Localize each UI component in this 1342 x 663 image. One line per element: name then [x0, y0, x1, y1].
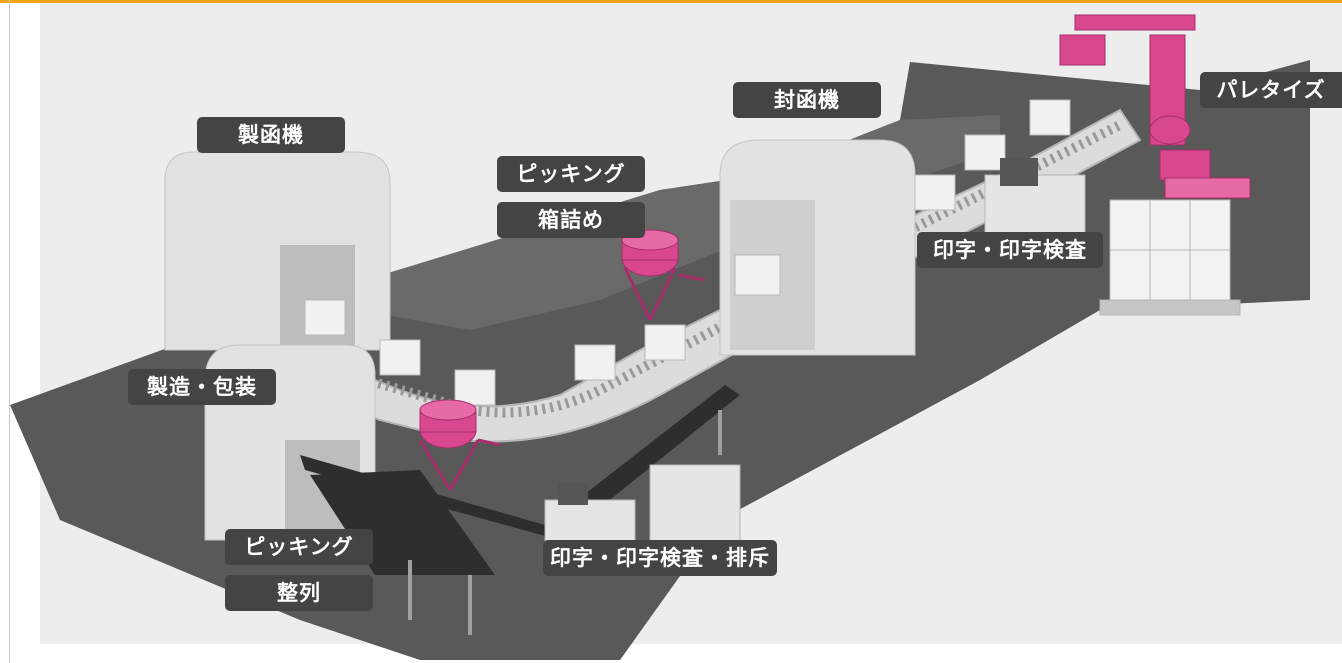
palletizing-robot-arm: [1059, 14, 1251, 199]
label-print-inspect: 印字・印字検査: [917, 232, 1103, 268]
label-aligning: 整列: [225, 575, 373, 611]
palletized-boxes: [1099, 199, 1241, 316]
case-sealer-machine: [719, 139, 916, 356]
conveyor-rollers: [338, 120, 1123, 418]
label-picking-bottom: ピッキング: [225, 529, 373, 565]
label-box-forming: 製函機: [197, 117, 345, 153]
box-forming-machine: [164, 151, 391, 351]
lower-conveyor: [300, 385, 740, 635]
label-picking-top: ピッキング: [497, 156, 645, 192]
label-case-sealer: 封函機: [733, 82, 881, 118]
cartons: [304, 99, 1071, 406]
top-accent-bar: [0, 0, 1342, 3]
label-palletizing: パレタイズ: [1200, 72, 1342, 108]
label-case-packing: 箱詰め: [497, 202, 645, 238]
label-manufacturing-packing: 製造・包装: [128, 369, 276, 405]
label-print-inspect-reject: 印字・印字検査・排斥: [543, 540, 777, 576]
delta-robot-lower: [418, 399, 501, 491]
left-border-rule: [9, 0, 10, 663]
delta-robot-upper: [621, 229, 706, 321]
